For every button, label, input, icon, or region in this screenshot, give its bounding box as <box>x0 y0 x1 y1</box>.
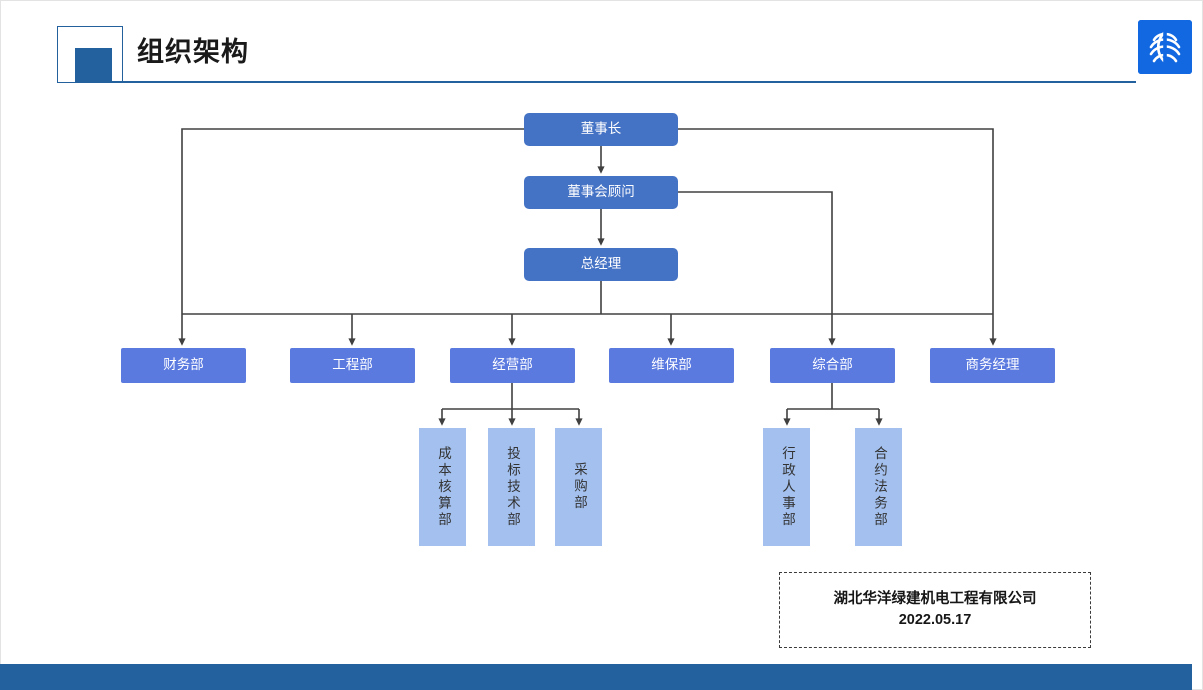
org-node-label: 总经理 <box>580 256 622 272</box>
org-node-label: 行政人事部 <box>779 445 795 529</box>
org-node-bidding-technology-department[interactable]: 投标技术部 <box>488 428 535 546</box>
org-node-general-manager[interactable]: 总经理 <box>524 248 678 281</box>
org-node-label: 董事会顾问 <box>567 184 635 200</box>
org-node-operations-department[interactable]: 经营部 <box>450 348 575 383</box>
slide-bottom-bar <box>0 664 1192 690</box>
header-divider-rule <box>110 81 1136 83</box>
globe-sphere-logo-icon <box>1138 20 1192 74</box>
org-node-general-affairs-department[interactable]: 综合部 <box>770 348 895 383</box>
org-node-label: 采购部 <box>571 462 587 512</box>
org-node-maintenance-department[interactable]: 维保部 <box>609 348 734 383</box>
org-node-chairman[interactable]: 董事长 <box>524 113 678 146</box>
company-name: 湖北华洋绿建机电工程有限公司 <box>833 591 1037 607</box>
org-node-label: 合约法务部 <box>871 445 887 529</box>
header-decoration-filled-square <box>75 48 112 83</box>
org-node-engineering-department[interactable]: 工程部 <box>290 348 415 383</box>
org-node-hr-administration-department[interactable]: 行政人事部 <box>763 428 810 546</box>
org-node-label: 投标技术部 <box>504 445 520 529</box>
org-node-contract-legal-department[interactable]: 合约法务部 <box>855 428 902 546</box>
org-node-purchasing-department[interactable]: 采购部 <box>555 428 602 546</box>
company-signature-box: 湖北华洋绿建机电工程有限公司 2022.05.17 <box>779 572 1091 648</box>
org-node-label: 财务部 <box>163 357 204 373</box>
org-node-label: 成本核算部 <box>435 445 451 529</box>
org-node-label: 维保部 <box>651 357 692 373</box>
org-node-cost-accounting-department[interactable]: 成本核算部 <box>419 428 466 546</box>
org-node-label: 经营部 <box>492 357 533 373</box>
org-node-label: 董事长 <box>580 121 622 137</box>
org-node-finance-department[interactable]: 财务部 <box>121 348 246 383</box>
org-node-label: 工程部 <box>332 357 373 373</box>
org-node-business-manager[interactable]: 商务经理 <box>930 348 1055 383</box>
org-node-board-advisor[interactable]: 董事会顾问 <box>524 176 678 209</box>
signature-date: 2022.05.17 <box>898 612 972 628</box>
org-node-label: 商务经理 <box>965 357 1020 373</box>
org-node-label: 综合部 <box>812 357 853 373</box>
page-title: 组织架构 <box>137 37 249 67</box>
